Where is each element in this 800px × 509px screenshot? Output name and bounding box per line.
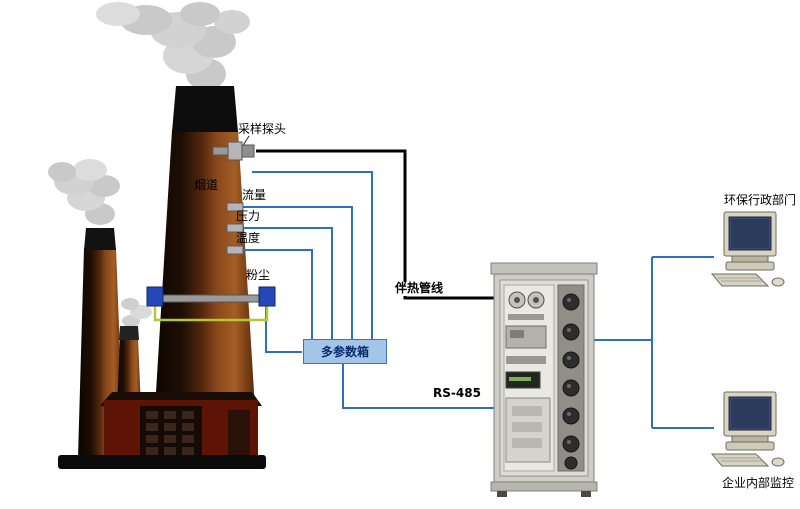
monitor-icon: [723, 391, 777, 451]
label-enterprise-monitor: 企业内部监控: [722, 476, 795, 490]
sampling-probe-device: [212, 135, 255, 161]
network-line: [594, 256, 714, 429]
smoke-plume-left: [48, 159, 120, 225]
monitor-icon: [723, 211, 777, 271]
computer-enterprise: [710, 391, 785, 467]
cabinet-instruments: [505, 291, 551, 463]
analyzer-cabinet: [490, 262, 598, 497]
label-sampling-probe: 采样探头: [238, 122, 287, 136]
computer-epa: [710, 211, 785, 287]
label-temperature: 温度: [236, 231, 261, 245]
rs485-line: [342, 363, 494, 409]
ground-base: [58, 455, 266, 469]
keyboard-icon: [710, 273, 770, 287]
label-dust: 粉尘: [246, 268, 271, 282]
label-flow: 流量: [242, 188, 267, 202]
mouse-icon: [771, 277, 785, 287]
keyboard-icon: [710, 453, 770, 467]
label-flue: 烟道: [194, 178, 219, 192]
mouse-icon: [771, 457, 785, 467]
label-heat-traced-line: 伴热管线: [393, 281, 446, 296]
pressure-sensor: [226, 223, 244, 233]
multi-parameter-box-node: 多参数箱: [303, 339, 387, 364]
multi-param-feed-lines: [243, 171, 373, 353]
temperature-sensor: [226, 245, 244, 255]
smoke-plume-main: [96, 2, 250, 90]
factory-building: [100, 392, 262, 458]
cabinet-knobs: [562, 293, 580, 470]
heat-traced-sample-line: [256, 149, 494, 300]
dust-monitor: [146, 286, 276, 322]
flow-sensor: [226, 202, 244, 212]
smoke-plume-small: [121, 298, 152, 327]
label-pressure: 压力: [236, 209, 261, 223]
label-rs485: RS-485: [431, 386, 483, 401]
main-stack: [152, 86, 258, 458]
label-epa-department: 环保行政部门: [724, 193, 797, 207]
